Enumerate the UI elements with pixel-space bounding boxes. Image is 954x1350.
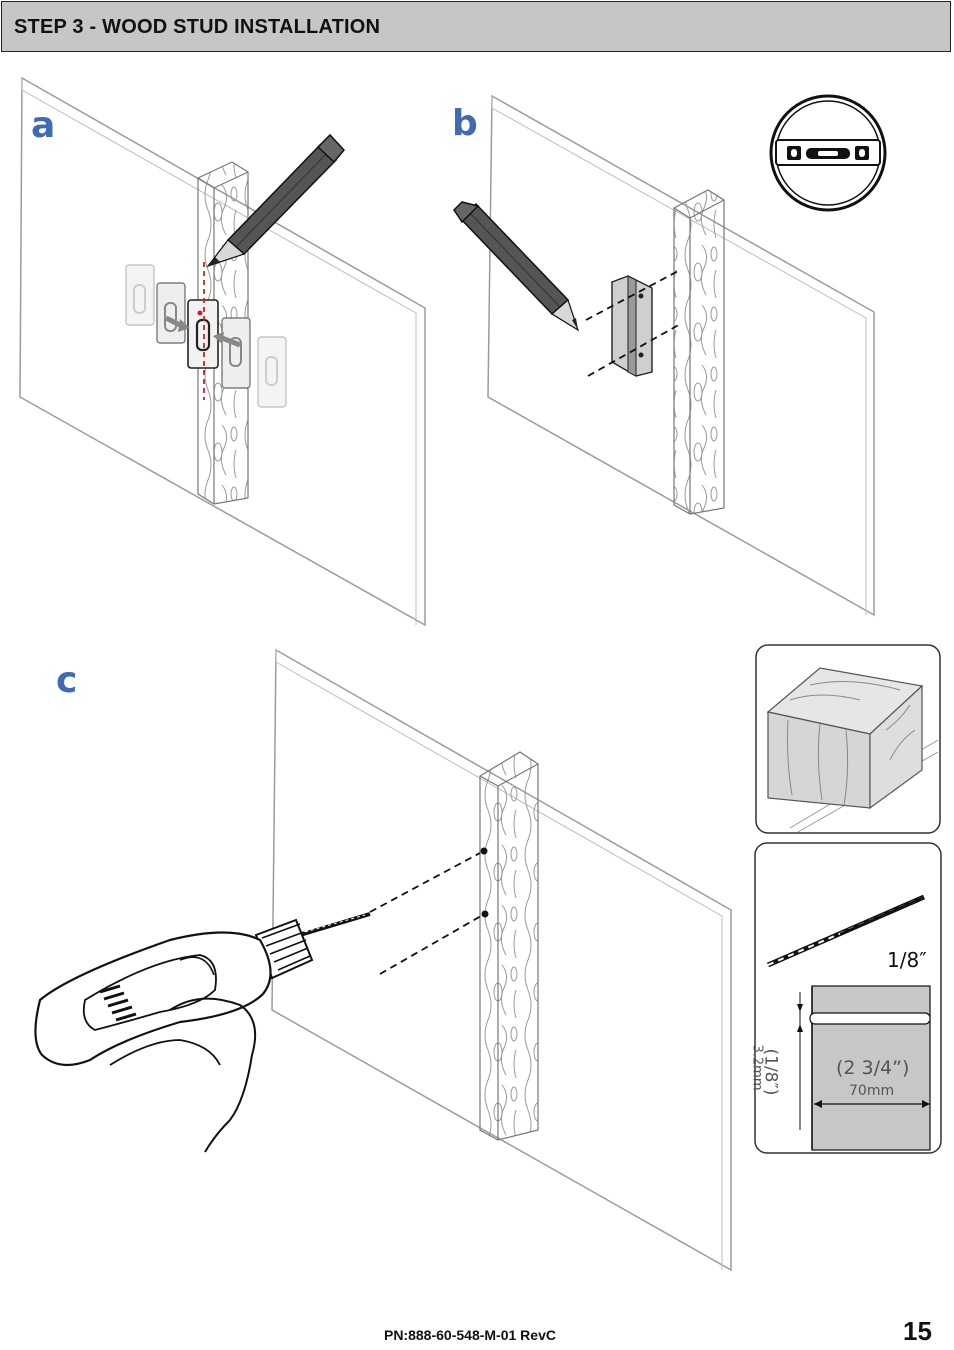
hole-diameter-mm: 3.2mm [749, 1044, 765, 1091]
panel-c-stud [479, 751, 539, 1141]
drill-bit-detail [754, 842, 942, 1154]
panel-b-pencil [453, 201, 580, 332]
panel-a-pencil [206, 133, 345, 268]
panel-b-stud [673, 189, 725, 515]
center-mark [197, 310, 203, 316]
lower-drill-guide [379, 915, 482, 975]
step-c-label: c [56, 660, 78, 701]
panel-a-stud-finder-sequence [125, 264, 287, 408]
power-drill [34, 912, 371, 1153]
drill-bit-size-label: 1/8″ [887, 948, 927, 972]
step-b-label: b [452, 103, 478, 144]
lower-pilot-hole [481, 910, 489, 918]
part-number: PN:888-60-548-M-01 RevC [384, 1327, 556, 1343]
page-number: 15 [903, 1316, 932, 1346]
wall-bracket [611, 275, 653, 377]
step-title: STEP 3 - WOOD STUD INSTALLATION [14, 16, 381, 38]
upper-hole-guide [585, 269, 681, 321]
hole-depth-inches: (2 3/4”) [836, 1057, 910, 1079]
upper-pilot-hole [480, 847, 488, 855]
step-header: STEP 3 - WOOD STUD INSTALLATION [1, 1, 951, 52]
hole-depth-mm: 70mm [849, 1083, 895, 1099]
wood-block-detail [755, 644, 941, 834]
lower-hole-guide [587, 322, 683, 377]
step-a-label: a [31, 105, 56, 146]
upper-drill-guide [369, 852, 481, 913]
level-icon [769, 94, 887, 212]
